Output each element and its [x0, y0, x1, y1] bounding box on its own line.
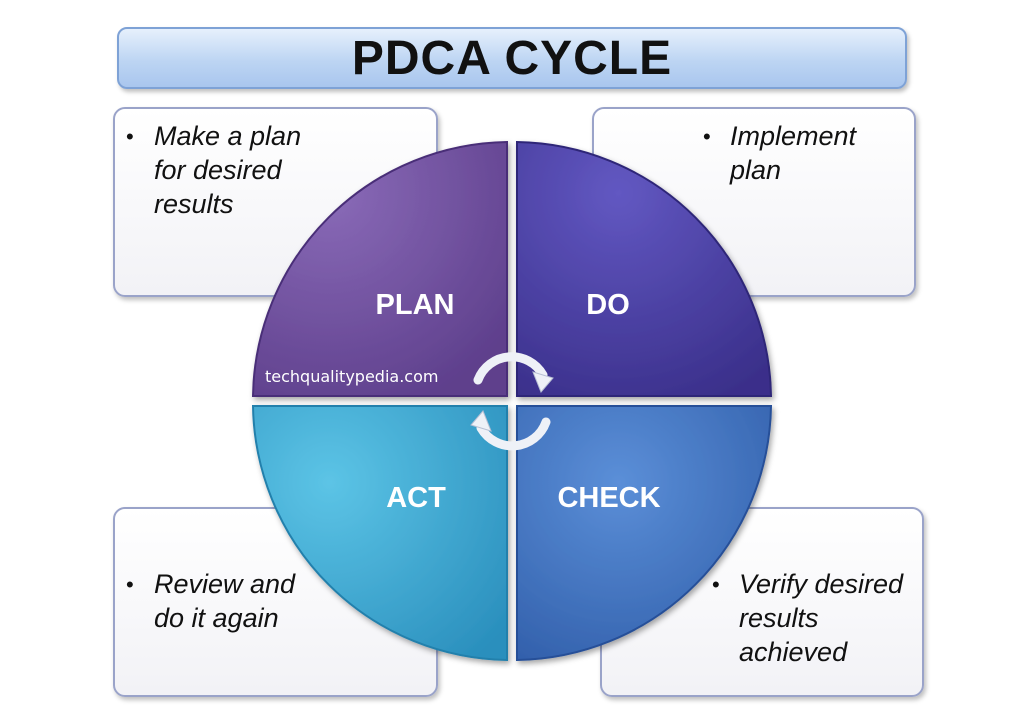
act-note-bullet: •	[126, 572, 134, 597]
check-label: CHECK	[557, 482, 660, 514]
plan-quadrant	[251, 140, 508, 397]
plan-label: PLAN	[376, 289, 455, 321]
do-quadrant	[516, 140, 773, 397]
check-note-line: Verify desired	[739, 569, 904, 599]
check-quadrant	[516, 405, 773, 662]
do-note-line: Implement	[730, 121, 857, 151]
diagram-title: PDCA CYCLE	[351, 31, 673, 85]
act-note-line: do it again	[154, 603, 279, 633]
check-note-text: Verify desired results achieved	[739, 567, 903, 669]
plan-note-text: Make a plan for desired results	[154, 119, 301, 221]
do-note-bullet: •	[703, 124, 711, 149]
plan-note-line: Make a plan	[154, 121, 302, 151]
check-note-line: results	[739, 603, 819, 633]
plan-note-line: results	[154, 189, 234, 219]
watermark-text: techqualitypedia.com	[265, 367, 438, 386]
plan-note-bullet: •	[126, 124, 134, 149]
do-note-line: plan	[730, 155, 782, 185]
title-banner: PDCA CYCLE	[117, 27, 907, 89]
check-note-line: achieved	[739, 637, 848, 667]
cycle-arrows-icon	[470, 352, 554, 451]
do-note-text: Implement plan	[730, 119, 856, 187]
act-label: ACT	[386, 482, 446, 514]
act-note-line: Review and	[154, 569, 296, 599]
do-label: DO	[586, 289, 630, 321]
check-note-bullet: •	[712, 572, 720, 597]
act-quadrant	[251, 405, 508, 662]
plan-note-line: for desired	[154, 155, 282, 185]
act-note-text: Review and do it again	[154, 567, 295, 635]
